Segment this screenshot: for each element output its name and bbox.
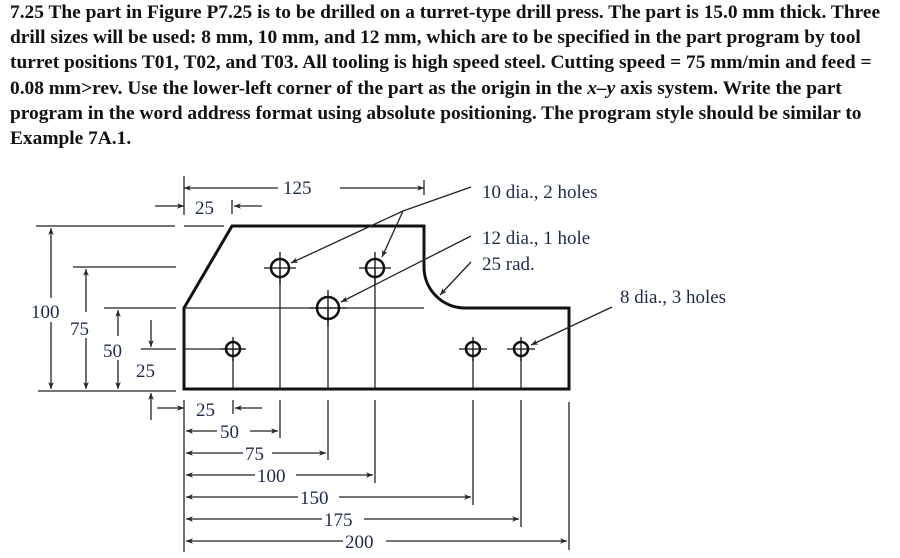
- dim-bottom-75: 75: [245, 444, 264, 465]
- problem-number: 7.25: [10, 2, 44, 23]
- dim-chamfer-25: 25: [195, 198, 214, 219]
- hole-8mm-1: [221, 337, 245, 361]
- part-outline: [182, 224, 571, 391]
- leader-lines: [290, 186, 613, 346]
- dim-bottom-175: 175: [324, 510, 353, 531]
- hole-8mm-2: [459, 337, 487, 361]
- reference-lines: [184, 268, 522, 389]
- bottom-dimensions: [157, 400, 570, 552]
- dim-bottom-100: 100: [257, 466, 286, 487]
- problem-statement: 7.25 The part in Figure P7.25 is to be d…: [10, 0, 895, 151]
- dim-left-100: 100: [31, 302, 60, 323]
- dim-left-50: 50: [103, 341, 122, 362]
- dim-125: 125: [283, 178, 312, 199]
- hole-10mm-1: [264, 252, 296, 284]
- dim-left-25: 25: [136, 361, 155, 382]
- callout-12mm-hole: 12 dia., 1 hole: [482, 228, 590, 249]
- problem-text-2: axis system. Write the part program in t…: [10, 77, 862, 150]
- dim-bottom-150: 150: [300, 488, 329, 509]
- dim-bottom-50: 50: [220, 422, 239, 443]
- left-dimensions: [36, 225, 176, 420]
- callout-8mm-holes: 8 dia., 3 holes: [620, 287, 726, 308]
- holes: [221, 252, 535, 361]
- hole-10mm-2: [359, 252, 391, 284]
- hole-12mm: [310, 290, 346, 326]
- top-dimensions: [155, 176, 425, 227]
- callout-10mm-holes: 10 dia., 2 holes: [482, 182, 598, 203]
- problem-text-1: The part in Figure P7.25 is to be drille…: [10, 2, 881, 99]
- hole-8mm-3: [507, 337, 535, 361]
- axis-label: x–y: [587, 77, 616, 99]
- dim-left-75: 75: [70, 319, 89, 340]
- dim-bottom-25: 25: [196, 400, 215, 421]
- callout-radius: 25 rad.: [482, 254, 535, 275]
- dim-bottom-200: 200: [345, 532, 374, 553]
